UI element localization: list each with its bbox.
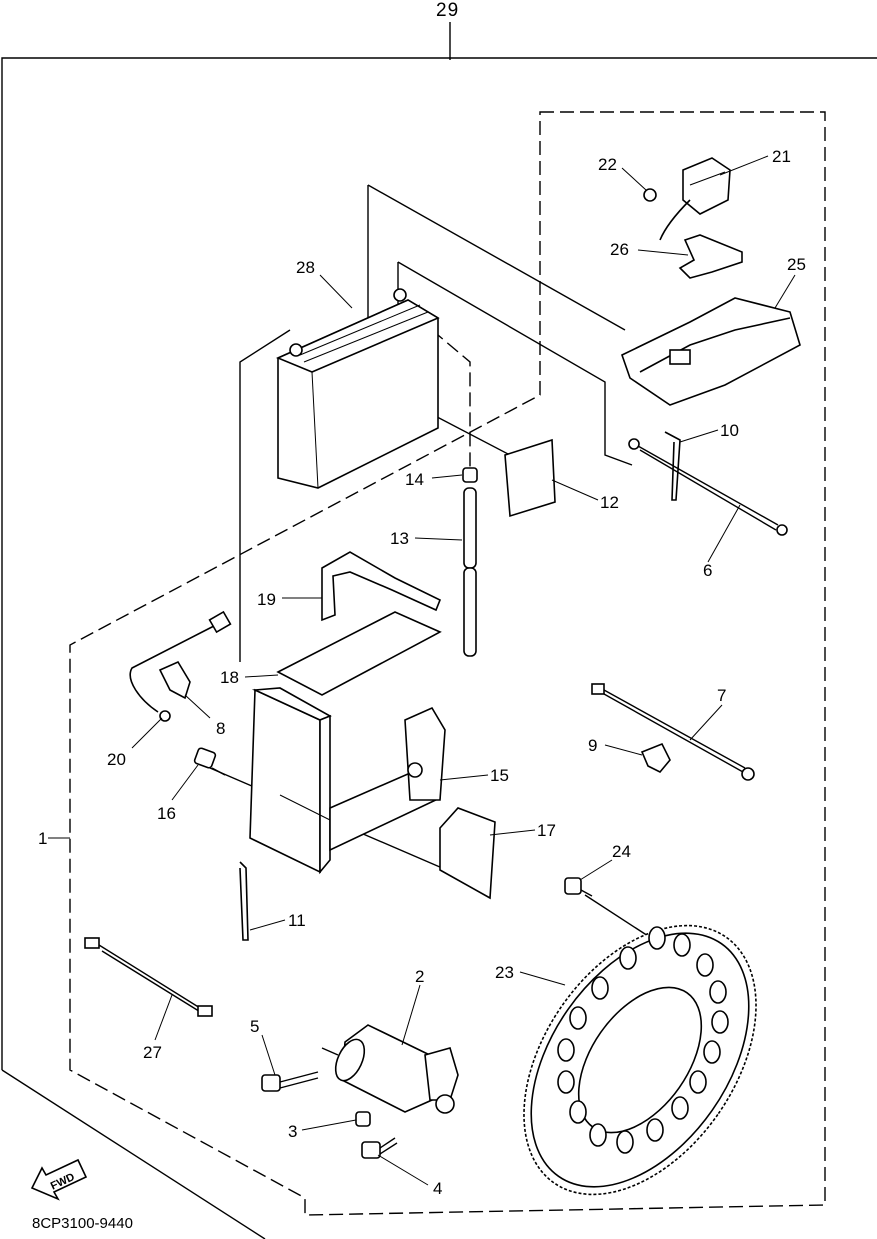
breather-hose [462,467,478,657]
starter-relay [659,157,731,241]
battery [275,288,440,489]
callout-6: 6 [703,561,712,580]
drawing-code: 8CP3100-9440 [32,1215,133,1232]
fwd-arrow-icon: FWD [30,1158,88,1201]
battery-band [321,551,442,622]
lead-6 [628,438,788,536]
callout-14: 14 [405,470,424,489]
callout-1: 1 [38,829,47,848]
callout-10: 10 [720,421,739,440]
callout-23: 23 [495,963,514,982]
starter-motor [321,1024,459,1114]
callout-9: 9 [588,736,597,755]
callout-labels: 1 2 3 4 5 6 7 8 9 10 11 12 13 14 15 16 1… [38,147,806,1198]
fuse-box [621,297,801,406]
callout-27: 27 [143,1043,162,1062]
callout-17: 17 [537,821,556,840]
callout-5: 5 [250,1017,259,1036]
callout-25: 25 [787,255,806,274]
clip-8 [158,660,191,700]
callout-3: 3 [288,1122,297,1141]
clamp-9 [640,742,671,773]
screw-22 [643,188,657,202]
assembly-bracket [1,22,877,1239]
battery-pad [504,438,556,518]
battery-lead-20 [129,621,223,713]
callout-leaders [48,155,796,1186]
callout-2: 2 [415,967,424,986]
callout-22: 22 [598,155,617,174]
callout-26: 26 [610,240,629,259]
starter-gear-disc [523,924,757,1196]
clamp [239,861,249,941]
subassembly-boundary [69,111,826,1216]
bolt-5 [261,1071,319,1092]
callout-16: 16 [157,804,176,823]
lead-27 [84,937,213,1017]
callout-24: 24 [612,842,631,861]
callout-15: 15 [490,766,509,785]
assembly-label: 29 [436,0,459,21]
callout-28: 28 [296,258,315,277]
callout-8: 8 [216,719,225,738]
cover-sheet [276,611,442,696]
callout-13: 13 [390,529,409,548]
callout-7: 7 [717,686,726,705]
bolt-4 [361,1137,398,1159]
bolt-16 [193,747,226,776]
callout-19: 19 [257,590,276,609]
plate [439,807,496,900]
callout-18: 18 [220,668,239,687]
relay-bracket [678,234,743,279]
callout-20: 20 [107,750,126,769]
callout-4: 4 [433,1179,442,1198]
battery-case [249,687,446,875]
nut-3 [355,1111,371,1127]
bolt-24 [564,877,593,897]
callout-12: 12 [600,493,619,512]
callout-11: 11 [288,911,306,930]
callout-21: 21 [772,147,791,166]
clamp-10 [664,431,681,501]
lead-7 [591,683,755,781]
